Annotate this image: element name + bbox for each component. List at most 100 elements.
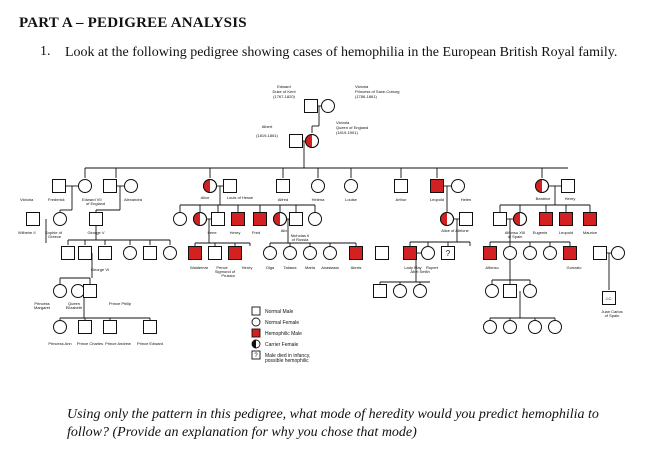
label-g3_fred: Fred xyxy=(252,230,260,235)
node-g2-louis xyxy=(223,179,237,193)
node-g4-george-0 xyxy=(61,246,75,260)
node-g4-maria xyxy=(303,246,317,260)
node-g4-f xyxy=(611,246,625,260)
label-g5_elizabeth: Elizabeth xyxy=(66,305,82,310)
label-edward: Edward xyxy=(277,84,291,89)
node-g5-juan-carlos xyxy=(602,291,616,305)
node-albert xyxy=(289,134,303,148)
label-g5_princess: Princess xyxy=(34,301,49,306)
node-g3-a xyxy=(173,212,187,226)
node-g2-alice-outline xyxy=(203,179,217,193)
label-g2_helen: Helen xyxy=(461,197,471,202)
legend-label-normal_male: Normal Male xyxy=(265,309,294,315)
label-g2_alice: Alice xyxy=(201,195,210,200)
node-g6-andrew xyxy=(103,320,117,334)
node-g3-e xyxy=(308,212,322,226)
legend-symbol-hemophilic_male xyxy=(251,328,261,338)
legend-item-hemophilic_male: Hemophilic Male xyxy=(251,328,302,338)
label-g4_george_vi: George VI xyxy=(91,267,109,272)
label-g3_eugenie: Eugenie xyxy=(533,230,548,235)
label-g3_wilhelm: Wilhelm II xyxy=(18,230,36,235)
label-g4_lady_may: Lady May xyxy=(404,265,421,270)
node-g4-waldemar xyxy=(188,246,202,260)
label-g2_henry: Henry xyxy=(565,196,576,201)
node-g5-margaret xyxy=(53,284,67,298)
label-g3_sophie2: Greece xyxy=(48,234,62,239)
node-g6-d xyxy=(548,320,562,334)
node-g2-alice-half xyxy=(203,179,210,193)
label-g3_alix: Alix xyxy=(281,228,287,233)
node-victoria-queen-half xyxy=(305,134,312,148)
node-g4-unknown-mark: ? xyxy=(446,249,451,258)
label-albert_years: (1819-1861) xyxy=(256,133,278,138)
node-g4-alexis xyxy=(349,246,363,260)
node-g4-gonzalo xyxy=(563,246,577,260)
node-g5-c xyxy=(413,284,427,298)
label-g2_louis: Louis of Hesse xyxy=(227,195,254,200)
label-g4_prince3: Prussia xyxy=(221,273,235,278)
node-g2-louise xyxy=(344,179,358,193)
label-edward_title: Duke of Kent xyxy=(272,89,296,94)
label-g3_george_v: George V xyxy=(87,230,104,235)
label-g6_anne: Princess Ann xyxy=(48,341,71,346)
node-g4-george-2 xyxy=(98,246,112,260)
node-g4-b xyxy=(503,246,517,260)
node-g4-tatiana xyxy=(283,246,297,260)
label-g2_victoria: Victoria xyxy=(20,197,34,202)
legend-item-normal_female: Normal Female xyxy=(251,317,299,327)
label-g4_abel_smith: Abel Smith xyxy=(410,269,429,274)
label-g4_alexis: Alexis xyxy=(351,265,362,270)
label-g2_edward: Edward VII xyxy=(82,197,102,202)
node-g6-a xyxy=(483,320,497,334)
node-g3-m xyxy=(583,212,597,226)
label-g6_charles: Prince Charles xyxy=(77,341,103,346)
legend-symbol-half xyxy=(252,340,256,348)
node-g4-alfonso xyxy=(483,246,497,260)
node-g3-alfonso xyxy=(493,212,507,226)
node-g4-e xyxy=(593,246,607,260)
node-g3-alice-athlone-outline xyxy=(440,212,454,226)
question-text: Look at the following pedigree showing c… xyxy=(65,45,618,60)
node-g4-lady-may xyxy=(421,246,435,260)
legend-symbol-normal_female xyxy=(251,317,261,327)
node-g3-eugenie-half xyxy=(513,212,520,226)
label-g6_andrew: Prince Andrew xyxy=(105,341,131,346)
label-g4_waldemar: Waldemar xyxy=(190,265,209,270)
label-g3_alfonso2: of Spain xyxy=(508,234,523,239)
label-g5_margaret: Margaret xyxy=(34,305,51,310)
node-victoria-mother xyxy=(321,99,335,113)
node-g3-sophie xyxy=(53,212,67,226)
node-g6-c xyxy=(528,320,542,334)
node-g5-b xyxy=(393,284,407,298)
node-g4-george-5 xyxy=(163,246,177,260)
label-g5_philip: Prince Philip xyxy=(109,301,132,306)
label-g4_olga: Olga xyxy=(266,265,275,270)
label-g3_sophie: Sophie of xyxy=(45,230,63,235)
label-g3_irene: Irene xyxy=(207,230,217,235)
followup-question: Using only the pattern in this pedigree,… xyxy=(67,407,599,440)
node-g3-maurice xyxy=(559,212,573,226)
node-g2-henry xyxy=(561,179,575,193)
node-g3-alix-half xyxy=(273,212,280,226)
node-g4-unknown xyxy=(441,246,455,260)
node-g5-philip xyxy=(83,284,97,298)
pedigree-lines xyxy=(45,105,612,321)
node-g3-athlone xyxy=(459,212,473,226)
label-victoria_mother: Victoria xyxy=(355,84,369,89)
node-g5-a xyxy=(373,284,387,298)
label-g5_queen: Queen xyxy=(68,301,80,306)
label-g4_anastasia: Anastasia xyxy=(321,265,339,270)
node-victoria-queen-outline xyxy=(305,134,319,148)
node-g3-irene-half xyxy=(193,212,200,226)
label-g2_edward_title: of England xyxy=(86,201,105,206)
node-g2-victoria xyxy=(78,179,92,193)
node-g3-fred xyxy=(231,212,245,226)
node-g5-e xyxy=(503,284,517,298)
label-g2_arthur: Arthur xyxy=(396,197,408,202)
label-g3_nicholas2: of Russia xyxy=(292,237,309,242)
node-g4-george-1 xyxy=(78,246,92,260)
label-g4_henry: Henry xyxy=(242,265,253,270)
label-g2_alfred: Alfred xyxy=(278,197,288,202)
node-g4-rupert xyxy=(403,246,417,260)
